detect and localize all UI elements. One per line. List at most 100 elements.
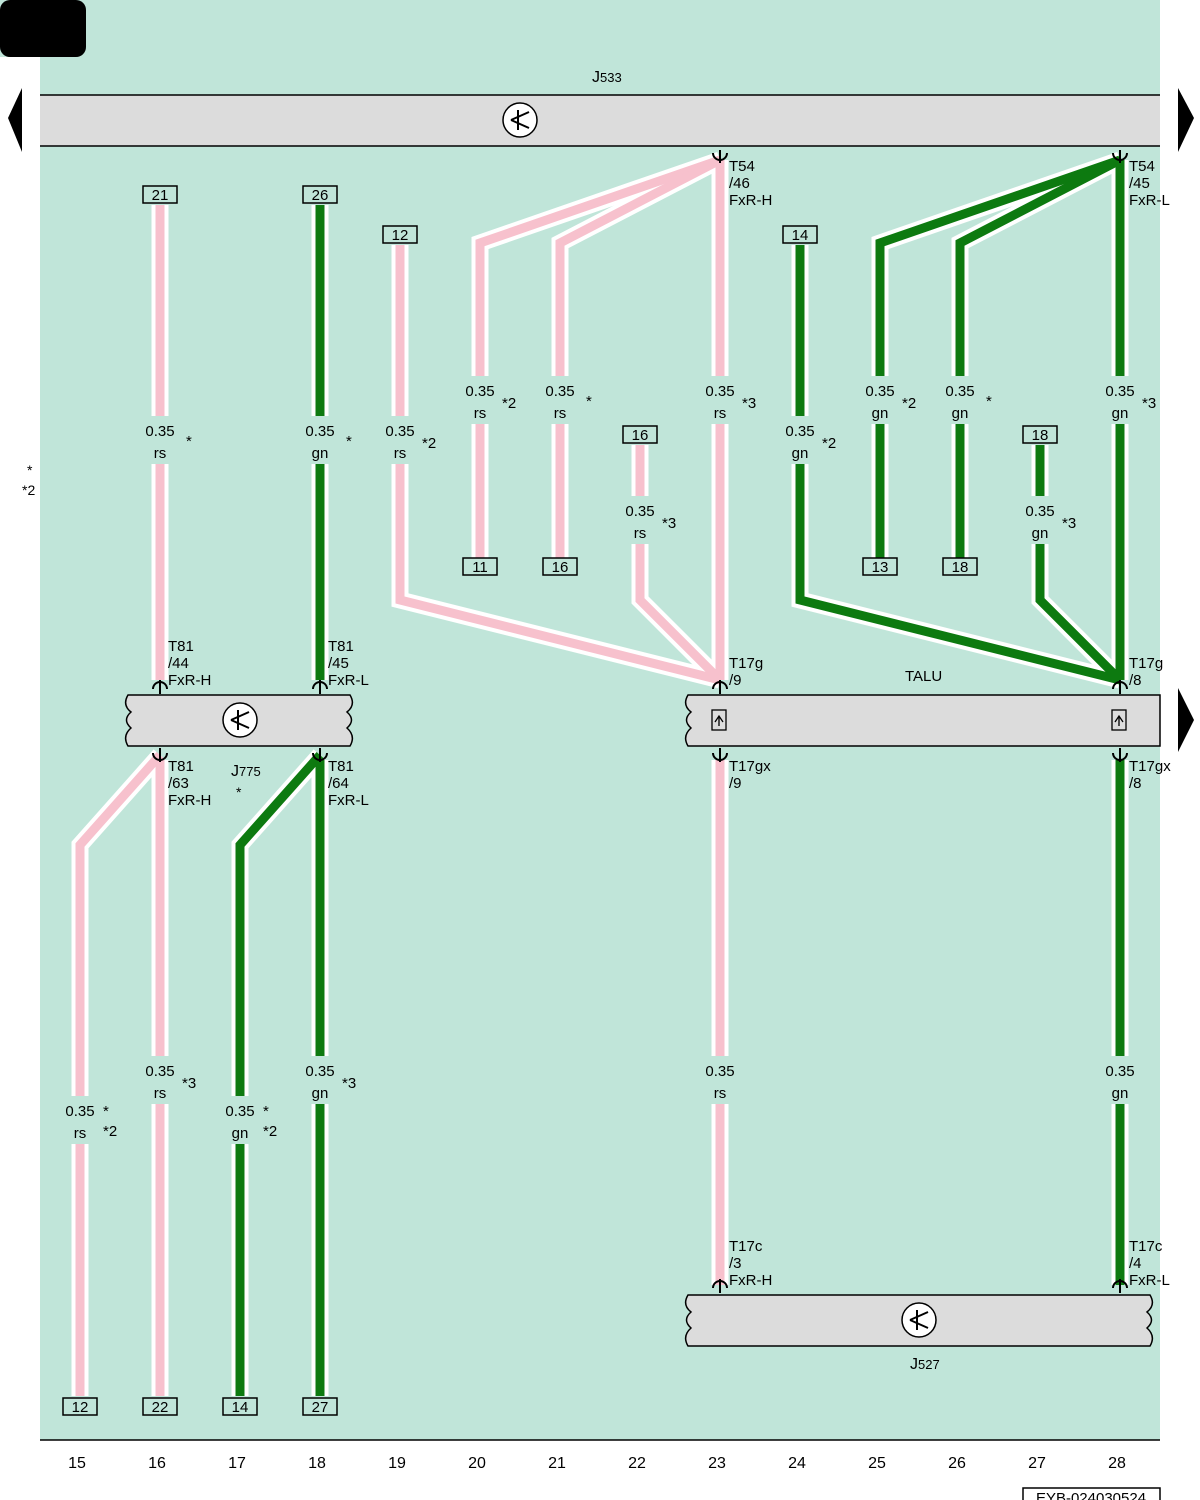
pin-symbols (152, 150, 1128, 1293)
reference-box[interactable]: 22 (142, 1397, 178, 1416)
svg-text:0.35: 0.35 (465, 383, 494, 400)
track-number: 28 (1108, 1455, 1126, 1472)
svg-text:rs: rs (74, 1125, 87, 1142)
svg-text:*: * (346, 433, 352, 450)
side-note: * (27, 462, 33, 478)
svg-text:rs: rs (554, 405, 567, 422)
svg-text:18: 18 (952, 559, 969, 576)
wire-label: 0.35 gn (1105, 1063, 1134, 1102)
talu-label: TALU (905, 668, 942, 685)
svg-text:0.35: 0.35 (1105, 383, 1134, 400)
wire-w5 (555, 156, 723, 566)
svg-text:*3: *3 (1142, 395, 1156, 412)
svg-text:EYB-024030524: EYB-024030524 (1036, 1490, 1146, 1500)
svg-text:rs: rs (714, 405, 727, 422)
svg-text:16: 16 (552, 559, 569, 576)
left-white-margin (0, 57, 40, 1440)
svg-text:gn: gn (232, 1125, 249, 1142)
connector-label-j775-44: T81 /44 FxR-H (168, 638, 211, 689)
wire-label: 0.35 rs *3 (625, 503, 676, 542)
svg-text:0.35: 0.35 (305, 423, 334, 440)
wire-w10 (955, 156, 1123, 566)
diagram-id-box: EYB-024030524 (1022, 1487, 1161, 1500)
svg-text:0.35: 0.35 (385, 423, 414, 440)
reference-box[interactable]: 18 (1022, 425, 1058, 444)
bridge-icon (1111, 709, 1127, 731)
component-j533[interactable] (40, 94, 1160, 147)
component-talu[interactable] (684, 694, 1161, 747)
svg-text:0.35: 0.35 (305, 1063, 334, 1080)
track-number: 26 (948, 1455, 966, 1472)
reference-box[interactable]: 13 (862, 557, 898, 576)
svg-text:0.35: 0.35 (625, 503, 654, 520)
svg-text:*2: *2 (822, 435, 836, 452)
j533-label: J533 (592, 69, 622, 86)
svg-text:*: * (586, 393, 592, 410)
wire-note-multiline: **2 (263, 1103, 277, 1140)
wire-label: 0.35 rs *2 (465, 383, 516, 422)
svg-text:gn: gn (312, 445, 329, 462)
reference-box[interactable]: 12 (62, 1397, 98, 1416)
reference-box[interactable]: 18 (942, 557, 978, 576)
track-number: 24 (788, 1455, 806, 1472)
svg-text:0.35: 0.35 (705, 383, 734, 400)
reference-box[interactable]: 16 (542, 557, 578, 576)
connector-label-j775-64: T81 /64 FxR-L (328, 758, 369, 809)
reference-box[interactable]: 26 (302, 185, 338, 204)
previous-page-arrow[interactable] (8, 88, 22, 152)
svg-text:*3: *3 (1062, 515, 1076, 532)
next-page-arrow[interactable] (1178, 88, 1194, 152)
wire-w3 (395, 245, 722, 685)
svg-text:0.35: 0.35 (1105, 1063, 1134, 1080)
transceiver-icon (222, 702, 258, 738)
svg-text:27: 27 (312, 1399, 329, 1416)
component-j775[interactable] (124, 694, 354, 747)
svg-text:13: 13 (872, 559, 889, 576)
connector-label-j775-45: T81 /45 FxR-L (328, 638, 369, 689)
wire-w9 (875, 155, 1122, 566)
svg-text:*2: *2 (422, 435, 436, 452)
track-number: 21 (548, 1455, 566, 1472)
svg-text:rs: rs (474, 405, 487, 422)
svg-text:18: 18 (1032, 427, 1049, 444)
svg-text:gn: gn (952, 405, 969, 422)
track-number: 20 (468, 1455, 486, 1472)
svg-text:16: 16 (632, 427, 649, 444)
continuation-arrow (1178, 688, 1194, 752)
svg-text:*3: *3 (662, 515, 676, 532)
svg-text:26: 26 (312, 187, 329, 204)
reference-box[interactable]: 12 (382, 225, 418, 244)
reference-box[interactable]: 14 (222, 1397, 258, 1416)
reference-box[interactable]: 14 (782, 225, 818, 244)
connector-label-j533-45: T54 /45 FxR-L (1129, 158, 1170, 209)
svg-text:0.35: 0.35 (65, 1103, 94, 1120)
svg-text:gn: gn (872, 405, 889, 422)
connector-label-talu-out-8: T17gx /8 (1129, 758, 1175, 792)
reference-box[interactable]: 27 (302, 1397, 338, 1416)
svg-text:*2: *2 (502, 395, 516, 412)
svg-text:gn: gn (1112, 1085, 1129, 1102)
reference-box[interactable]: 11 (462, 557, 498, 576)
wire-w15 (75, 752, 164, 1396)
reference-box[interactable]: 21 (142, 185, 178, 204)
track-number: 19 (388, 1455, 406, 1472)
svg-text:rs: rs (154, 1085, 167, 1102)
svg-text:rs: rs (714, 1085, 727, 1102)
track-number: 22 (628, 1455, 646, 1472)
svg-text:14: 14 (232, 1399, 249, 1416)
svg-text:rs: rs (634, 525, 647, 542)
reference-box[interactable]: 16 (622, 425, 658, 444)
connector-label-talu-in-9: T17g /9 (729, 655, 767, 689)
component-j527[interactable] (684, 1294, 1154, 1347)
wire-w17 (235, 752, 324, 1396)
